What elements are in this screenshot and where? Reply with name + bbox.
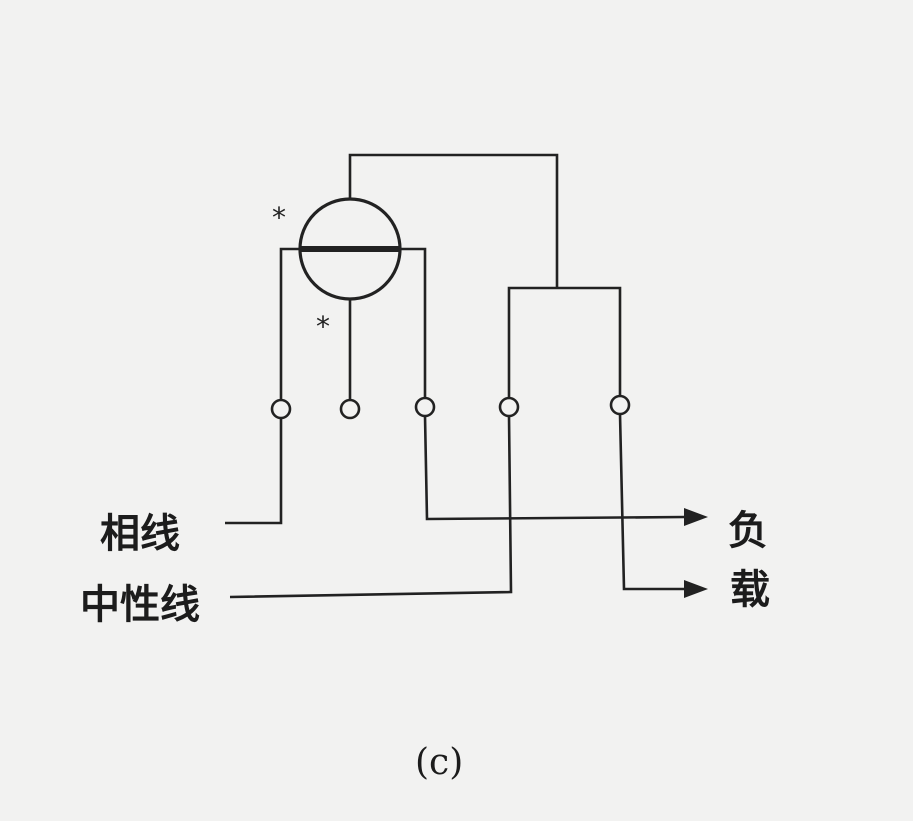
- load-out-wire-1: [423, 415, 686, 521]
- figure-caption: (c): [415, 742, 463, 783]
- meter: [298, 197, 402, 301]
- phase-line-wire: [225, 418, 283, 525]
- terminal-1: [270, 398, 292, 420]
- load-label-bottom: 载: [730, 567, 770, 613]
- load-label-top: 负: [728, 508, 768, 554]
- phase-line-label: 相线: [100, 511, 180, 557]
- terminal-4: [498, 396, 520, 418]
- load-arrow-2: [684, 580, 708, 598]
- neutral-line-label: 中性线: [80, 582, 200, 628]
- load-arrow-1: [684, 508, 708, 526]
- polarity-mark-top: *: [272, 201, 286, 234]
- terminal-3: [414, 396, 436, 418]
- terminal-2: [339, 398, 361, 420]
- load-out-wire-2: [618, 413, 685, 591]
- polarity-mark-bottom: *: [316, 310, 330, 343]
- voltage-coil-wire: [348, 153, 559, 288]
- neutral-line-wire: [229, 415, 513, 599]
- terminal-5: [609, 394, 631, 416]
- neutral-bridge: [507, 286, 622, 400]
- current-coil-in-lead: [279, 247, 299, 400]
- current-coil-out-lead: [400, 247, 427, 400]
